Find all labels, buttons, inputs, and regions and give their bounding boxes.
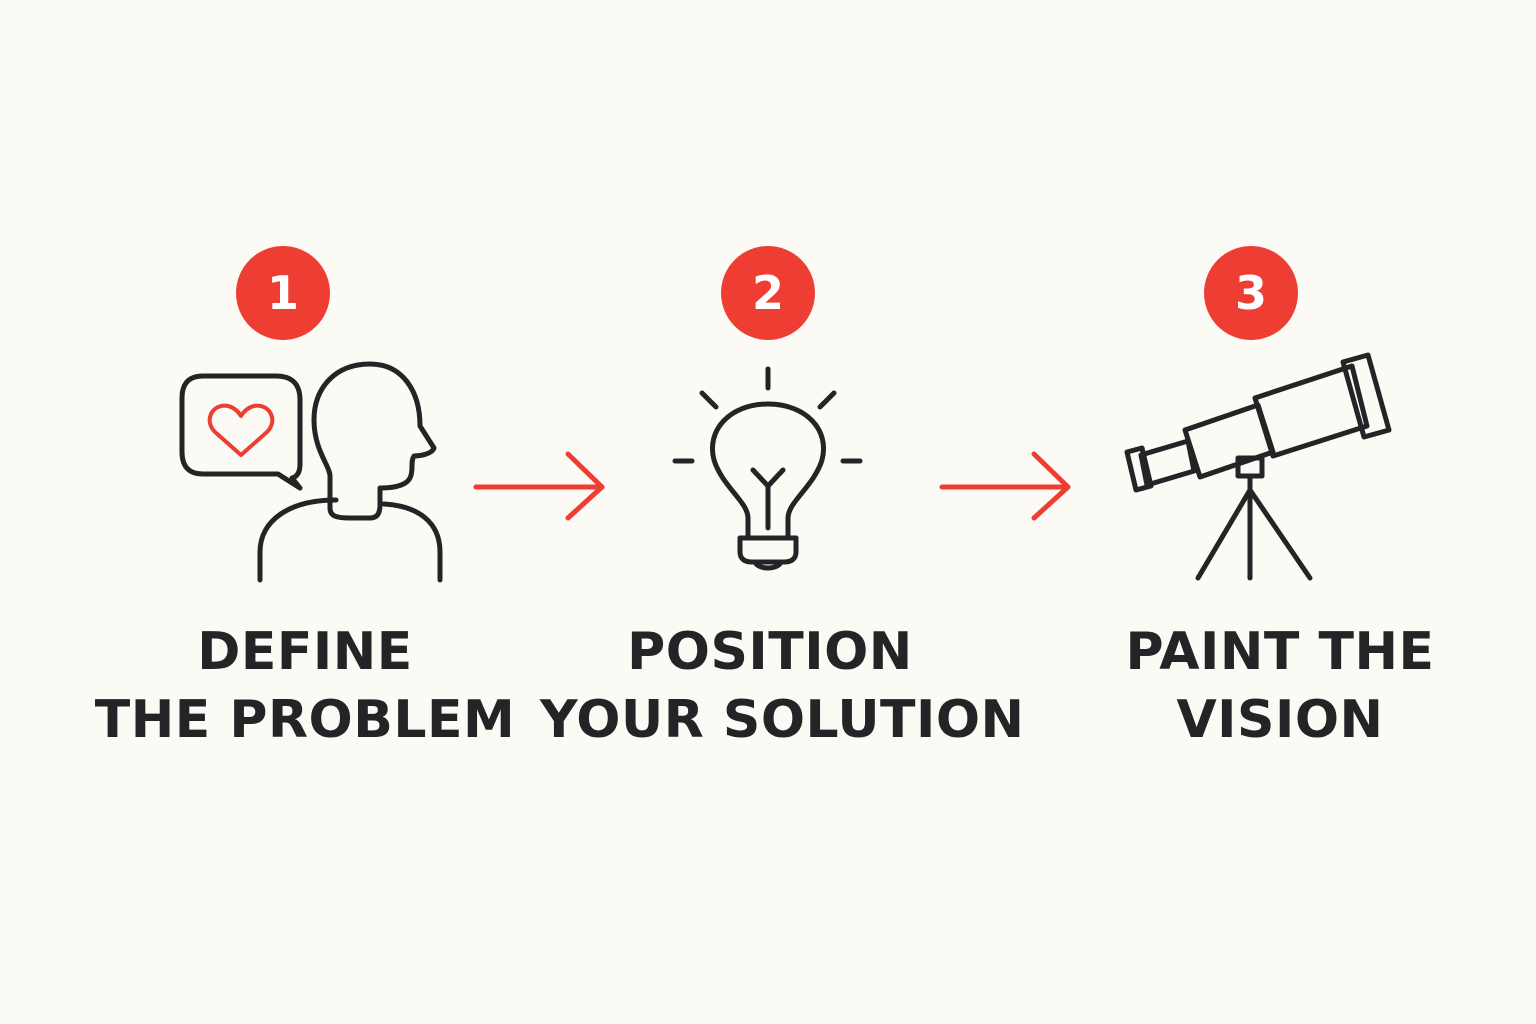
step-1-label-line-1: DEFINE bbox=[197, 622, 413, 682]
step-3-badge: 3 bbox=[1204, 246, 1298, 340]
step-2-badge: 2 bbox=[721, 246, 815, 340]
step-3-label-line-2: VISION bbox=[1176, 690, 1384, 750]
person-speech-heart-icon bbox=[179, 361, 443, 583]
step-2-label-line-2: YOUR SOLUTION bbox=[540, 690, 1025, 750]
arrow-right-icon bbox=[473, 451, 605, 521]
arrow-right-icon bbox=[939, 451, 1071, 521]
step-2-label: POSITION YOUR SOLUTION bbox=[540, 618, 1025, 754]
step-2-label-line-1: POSITION bbox=[627, 622, 913, 682]
step-3-label: PAINT THE VISION bbox=[1060, 618, 1500, 754]
step-3-label-line-1: PAINT THE bbox=[1125, 622, 1435, 682]
step-1-badge: 1 bbox=[236, 246, 330, 340]
lightbulb-icon bbox=[672, 366, 863, 571]
telescope-icon bbox=[1124, 352, 1392, 581]
step-1-label: DEFINE THE PROBLEM bbox=[70, 618, 540, 754]
step-1-label-line-2: THE PROBLEM bbox=[94, 690, 516, 750]
